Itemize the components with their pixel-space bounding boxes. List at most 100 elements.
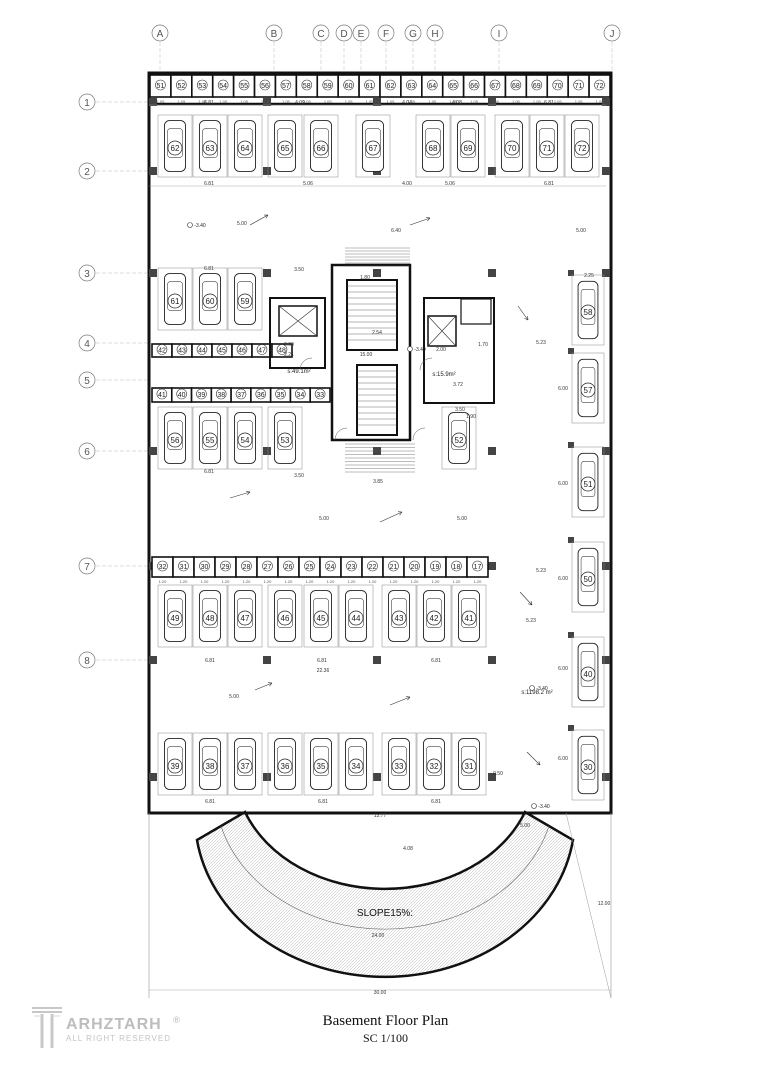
storage-row7-dimension: 1.20 [348,579,357,584]
parking-row3-car: 60 [192,267,228,331]
storage-row7-number-bubble [199,560,210,572]
parking-row8a-number: 46 [281,614,290,623]
structural-column [488,773,496,781]
storage-top-dimension: 1.05 [303,99,312,104]
grid-bubble-col-B [265,24,283,42]
parking-row8b-stall [451,732,487,796]
parking-row2-stall [564,114,600,178]
parking-right-car: 30 [571,729,605,801]
parking-row6-number-bubble [167,432,183,448]
parking-row3-number-bubble [167,293,183,309]
storage-row4-number: 44 [198,348,206,355]
parking-row8a-car: 45 [303,584,339,648]
structural-column [602,98,610,106]
parking-row8b-car-roof [348,746,364,776]
structural-column [568,537,574,543]
storage-row7-number-bubble [409,560,420,572]
parking-row8b-car: 39 [157,732,193,796]
traffic-arrow-head-icon [263,214,269,219]
storage-top-number-bubble [406,79,417,91]
storage-row4-number-bubble [156,344,168,355]
storage-top-number: 62 [387,83,395,90]
parking-row2-car: 67 [355,114,391,178]
door-swing [299,357,313,371]
parking-row2-number-bubble [202,140,218,156]
parking-right-number-bubble [580,571,596,587]
grid-bubble-col-C [312,24,330,42]
storage-top-number: 58 [303,83,311,90]
storage-row7-number: 27 [264,564,272,571]
storage-top-number-bubble [217,79,229,91]
logo-registered-mark: ® [172,1016,181,1026]
storage-row5-number-bubble [156,388,168,400]
storage-top-number: 70 [554,83,562,90]
storage-row4-number-bubble [256,344,268,355]
outer-wall [147,71,613,815]
parking-right-number-bubble [580,476,596,492]
parking-row8b-car: 36 [267,732,303,796]
structural-column [263,773,271,781]
parking-row6-car: 55 [192,406,228,470]
parking-row8b-car-roof [167,746,183,776]
grid-bubble-col-G [404,24,422,42]
traffic-arrow-head-icon [397,511,403,516]
parking-row2-number-bubble [237,140,253,156]
dimension-label: 5.23 [536,340,546,346]
logo-mark-icon [32,1007,62,1048]
parking-right-number: 50 [584,575,593,584]
parking-row8b-number-bubble [391,758,407,774]
storage-row4-number: 46 [238,348,246,355]
grid-label-col-H: H [431,29,438,40]
parking-row8b-car: 31 [451,732,487,796]
parking-row8a-stall [451,584,487,648]
parking-row6-stall [441,406,477,470]
parking-row8b-stall [303,732,339,796]
dimension-label: 6.81 [318,799,328,805]
parking-row2-number-bubble [574,140,590,156]
storage-row7-number: 30 [201,564,209,571]
parking-row2-stall [450,114,486,178]
storage-row7-dimension: 1.20 [369,579,378,584]
parking-right-stall [571,541,605,613]
parking-row6-stall [192,406,228,470]
parking-right-stall [571,352,605,424]
storage-top-number-bubble [385,79,396,91]
parking-right-car-roof [580,460,596,497]
grid-bubble-col-F [377,24,395,42]
parking-row3-number: 60 [206,297,215,306]
storage-row7-number-bubble [472,560,483,572]
grid-bubble-row-7 [78,557,96,575]
parking-right-number-bubble [580,304,596,320]
parking-row2-number: 69 [464,144,473,153]
dimension-label: 5.23 [536,568,546,574]
storage-top-dimension: 1.05 [428,99,437,104]
parking-row6-car: 54 [227,406,263,470]
dimension-label: 5.23 [526,618,536,624]
parking-row8b-number-bubble [461,758,477,774]
parking-row8a-stall [381,584,417,648]
grid-label-col-I: I [498,29,501,40]
storage-top-number-bubble [238,79,250,91]
storage-top-dimension: 1.05 [554,99,563,104]
storage-top-dimension: 1.05 [345,99,354,104]
parking-row2-stall [267,114,303,178]
traffic-arrow-icon [229,491,251,499]
parking-row3-number: 61 [171,297,180,306]
storage-top-dimension: 1.05 [324,99,333,104]
parking-row8b-number: 37 [241,762,250,771]
parking-row2-car-roof [277,128,293,158]
parking-row8a-number: 42 [430,614,439,623]
storage-row7-dimension: 1.20 [390,579,399,584]
parking-row3-car-roof [237,281,253,311]
structural-column [149,269,157,277]
structural-column [488,447,496,455]
parking-row2-car: 62 [157,114,193,178]
dimension-label: 4.08 [403,846,413,852]
structural-column [568,348,574,354]
parking-row2-stall [529,114,565,178]
storage-top-number: 71 [575,83,583,90]
storage-top-dimension: 1.05 [282,99,291,104]
grid-bubble-col-H [426,24,444,42]
parking-row2-stall [494,114,530,178]
storage-top-number: 68 [512,83,520,90]
